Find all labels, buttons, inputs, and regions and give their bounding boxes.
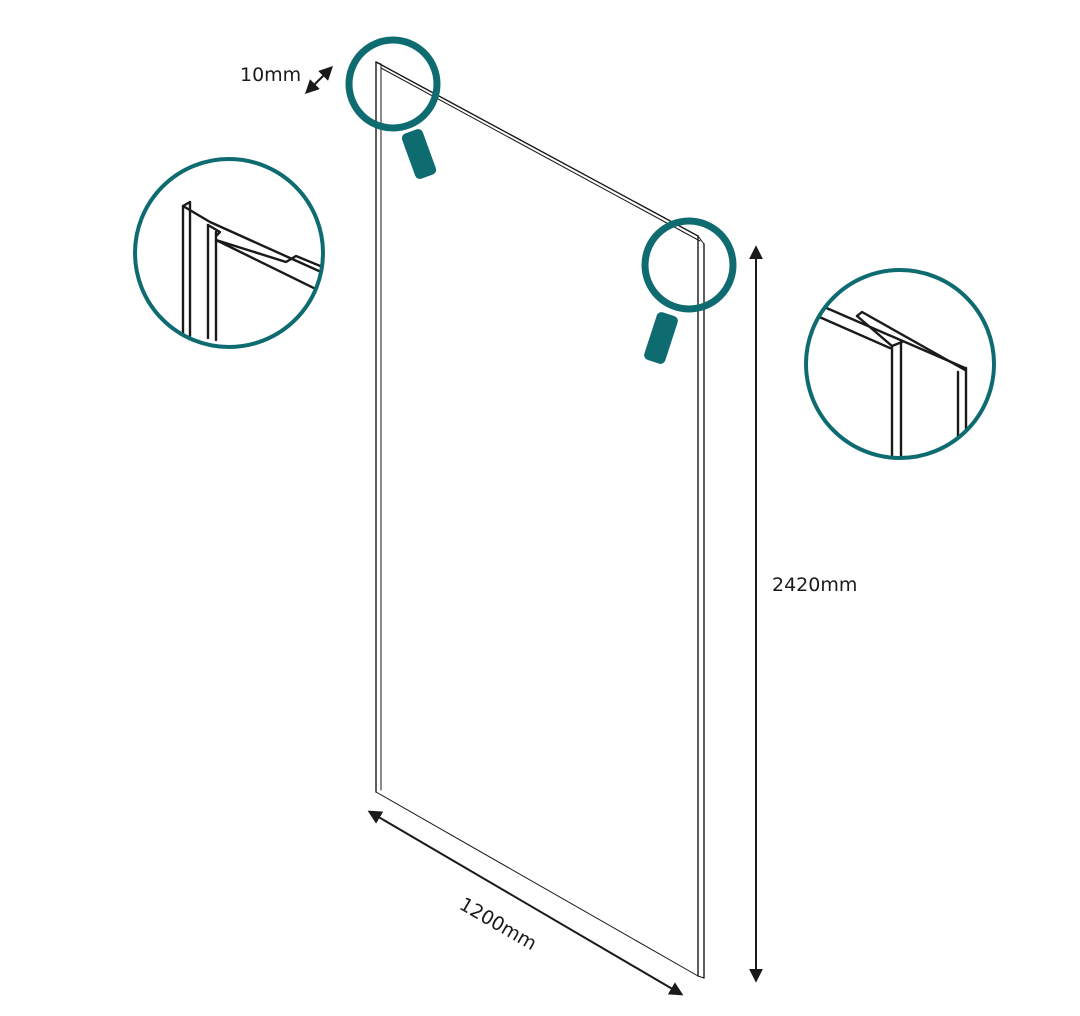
magnifier-icon [641,217,737,364]
detail-callout-left [133,157,325,349]
thickness-label: 10mm [240,64,301,86]
height-label: 2420mm [772,574,857,596]
width-dimension: 1200mm [367,810,684,996]
height-dimension: 2420mm [749,245,857,983]
width-arrow [367,810,684,996]
thickness-arrow [305,66,333,94]
detail-circle [804,268,996,460]
width-label: 1200mm [456,893,541,955]
detail-circle [133,157,325,349]
magnifier-handle [401,129,437,179]
magnifier-lens [345,36,441,132]
glass-panel [375,61,705,979]
thickness-dimension: 10mm [240,64,333,94]
magnifier-lens [641,217,737,313]
magnifier-icon [345,36,441,179]
detail-callout-right [804,268,996,460]
magnifier-handle [644,312,678,364]
